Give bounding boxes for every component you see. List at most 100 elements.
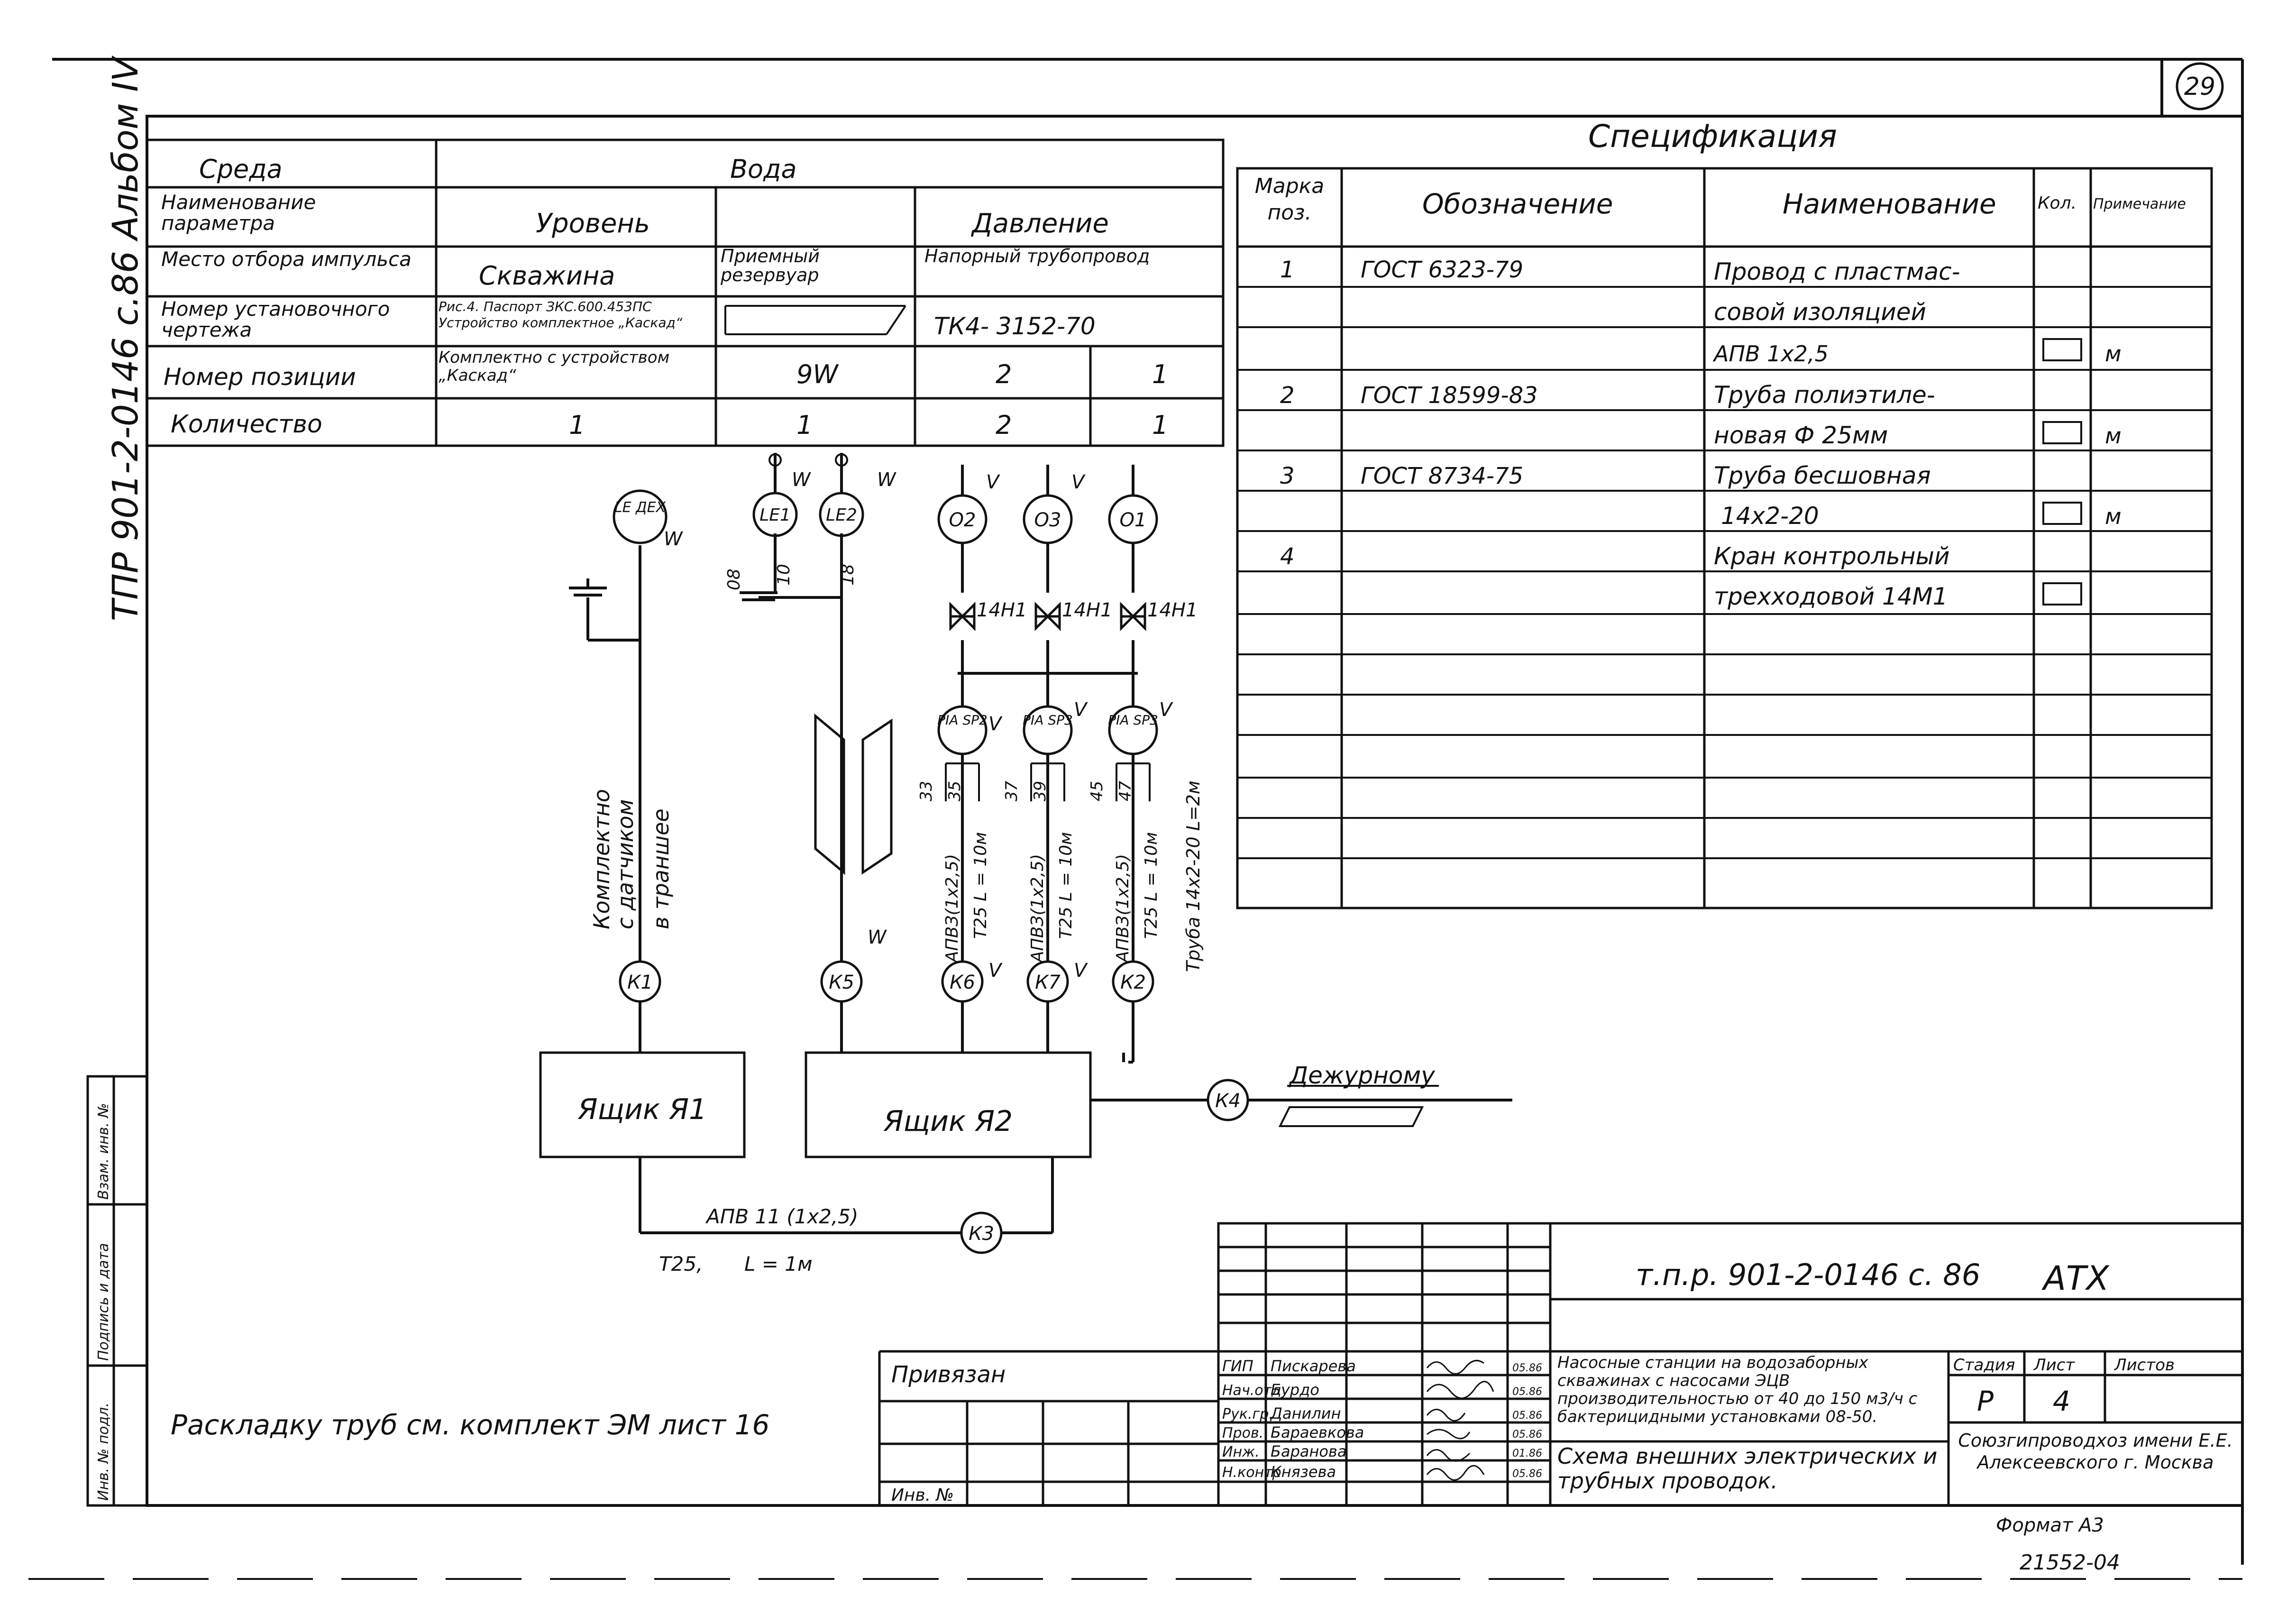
instrument-pia-sp2: PIA SP2 [937,705,988,755]
sheet-number: 29 [2184,73,2215,101]
pipe-vertical: Труба 14х2-20 L=2м [1183,780,1204,972]
wire-labels: 10 18 08 [724,564,858,590]
spec-doc-3: ГОСТ 8734-75 [1361,463,1523,489]
spec-name-2b: новая Ф 25мм [1714,422,1888,449]
spec-header-note: Примечание [2093,196,2186,212]
valve-label-2: 14Н1 [1062,599,1112,621]
connector-k6: К6 [941,960,984,1003]
spec-name-4: Кран контрольный [1714,542,1950,570]
cable-mark-k7: АПВЗ(1х2,5) [1028,854,1047,963]
drawing-tk4: ТК4- 3152-70 [934,312,1096,340]
spec-header-pos: Марка поз. [1254,174,1325,225]
spec-header-name: Наименование [1783,188,1996,220]
organization: Союзгипроводхоз имени Е.Е. Алексеевского… [1958,1430,2233,1473]
impulse-well: Скважина [479,261,615,291]
sensor-note-3: в траншее [648,808,674,929]
doc-mark: АТХ [2041,1259,2110,1298]
spec-name-1b: совой изоляцией [1714,298,1926,326]
spec-name-1: Провод с пластмас- [1714,258,1960,285]
term-35: 35 [945,781,964,801]
signer-date-1: 05.86 [1512,1362,1542,1374]
stage-value: Р [1977,1385,1994,1417]
sheet-value: 4 [2053,1385,2070,1417]
spec-pos-2: 2 [1280,382,1295,409]
row-label-drawing: Номер установочного чертежа [161,299,390,341]
signer-role-1: ГИП [1222,1357,1253,1375]
quantity-4: 1 [1152,410,1168,440]
instrument-le2-label: LE2 [826,505,857,525]
quantity-3: 2 [996,410,1012,440]
connector-k1-label: К1 [627,972,653,993]
impulse-pipeline: Напорный трубопровод [924,247,1150,266]
letter-w-le2: W [877,469,896,491]
spec-table [1236,167,2213,909]
signer-name-3: Данилин [1270,1404,1341,1422]
row-label-parameter: Наименование параметра [161,192,316,235]
stamp-signature-date: Подпись и дата [95,1243,112,1361]
instrument-le2: LE2 [819,492,864,537]
pipe-len-k6: Т25 L = 10м [971,832,990,939]
stamp-inv-original: Инв. № подл. [95,1403,112,1501]
project-description: Насосные станции на водозаборных скважин… [1557,1354,1918,1426]
impulse-tank: Приемный резервуар [721,247,820,285]
signer-role-6: Н.контр [1222,1464,1281,1481]
side-stamp-table [86,1075,148,1507]
sensor-note-1: Комплектно [589,789,614,929]
row-label-quantity: Количество [171,410,322,439]
box-ya1: Ящик Я1 [539,1051,746,1158]
spec-header-qty: Кол. [2038,193,2076,213]
sheets-label: Листов [2113,1356,2175,1375]
position-9w: 9W [796,359,839,389]
sensor-note: Комплектно с датчиком в траншее [589,789,674,929]
spec-doc-1: ГОСТ 6323-79 [1361,257,1523,283]
doc-code: т.п.р. 901-2-0146 с. 86 [1636,1257,1980,1292]
pipe-len-k7: Т25 L = 10м [1056,832,1076,939]
spec-note-1: м [2105,341,2122,367]
param-level: Уровень [536,208,650,239]
spec-pos-3: 3 [1280,463,1295,489]
quantity-1: 1 [569,410,585,440]
instrument-o2-label: О2 [949,509,976,531]
box-ya1-label: Ящик Я1 [577,1093,707,1126]
wire-18: 18 [838,564,858,586]
instrument-o1-label: О1 [1120,509,1147,531]
signer-role-5: Инж. [1222,1444,1260,1460]
spec-pos-1: 1 [1280,257,1295,283]
connector-k2: К2 [1112,960,1154,1003]
spec-name-3b: 14х2-20 [1721,502,1819,530]
valve-handles [768,453,848,469]
box-ya2: Ящик Я2 [805,1051,1092,1158]
quantity-2: 1 [796,410,813,440]
connector-k3-label: К3 [969,1223,994,1245]
box-ya2-label: Ящик Я2 [883,1105,1013,1138]
valve-o1 [1120,601,1146,632]
medium-value: Вода [730,154,797,184]
letter-v-k7: V [1074,960,1088,982]
cable-marks: АПВЗ(1х2,5) Т25 L = 10м АПВЗ(1х2,5) Т25 … [942,780,1204,972]
params-table [146,138,1225,447]
duty-label: Дежурному [1289,1062,1436,1089]
signer-name-5: Баранова [1271,1442,1346,1460]
valve-o2 [949,601,976,632]
instrument-o3: О3 [1023,494,1073,544]
bound-label: Привязан [891,1361,1006,1388]
valve-label-1: 14Н1 [977,599,1027,621]
signer-role-2: Нач.отд [1222,1382,1281,1399]
diagram-lines [569,453,1512,1234]
terminal-numbers: 33 35 37 39 45 47 [917,780,1135,801]
position-kaskad: Комплектно с устройством „Каскад“ [439,349,670,385]
connector-k4-label: К4 [1215,1090,1241,1112]
term-39: 39 [1031,781,1050,801]
stage-label: Стадия [1953,1356,2015,1375]
connector-k4: К4 [1207,1079,1249,1121]
wire-10: 10 [774,564,794,586]
sheet-title: Схема внешних электрических и трубных пр… [1557,1444,1938,1494]
spec-row-lines [1237,286,2212,859]
cable-mark-k2: АПВЗ(1х2,5) [1113,854,1133,963]
sheet-number-badge: 29 [2176,62,2224,110]
instrument-lex: LE ДЕХ [613,489,668,544]
letter-v-o2: V [986,471,1000,493]
position-2: 2 [996,359,1012,389]
term-45: 45 [1088,781,1107,801]
